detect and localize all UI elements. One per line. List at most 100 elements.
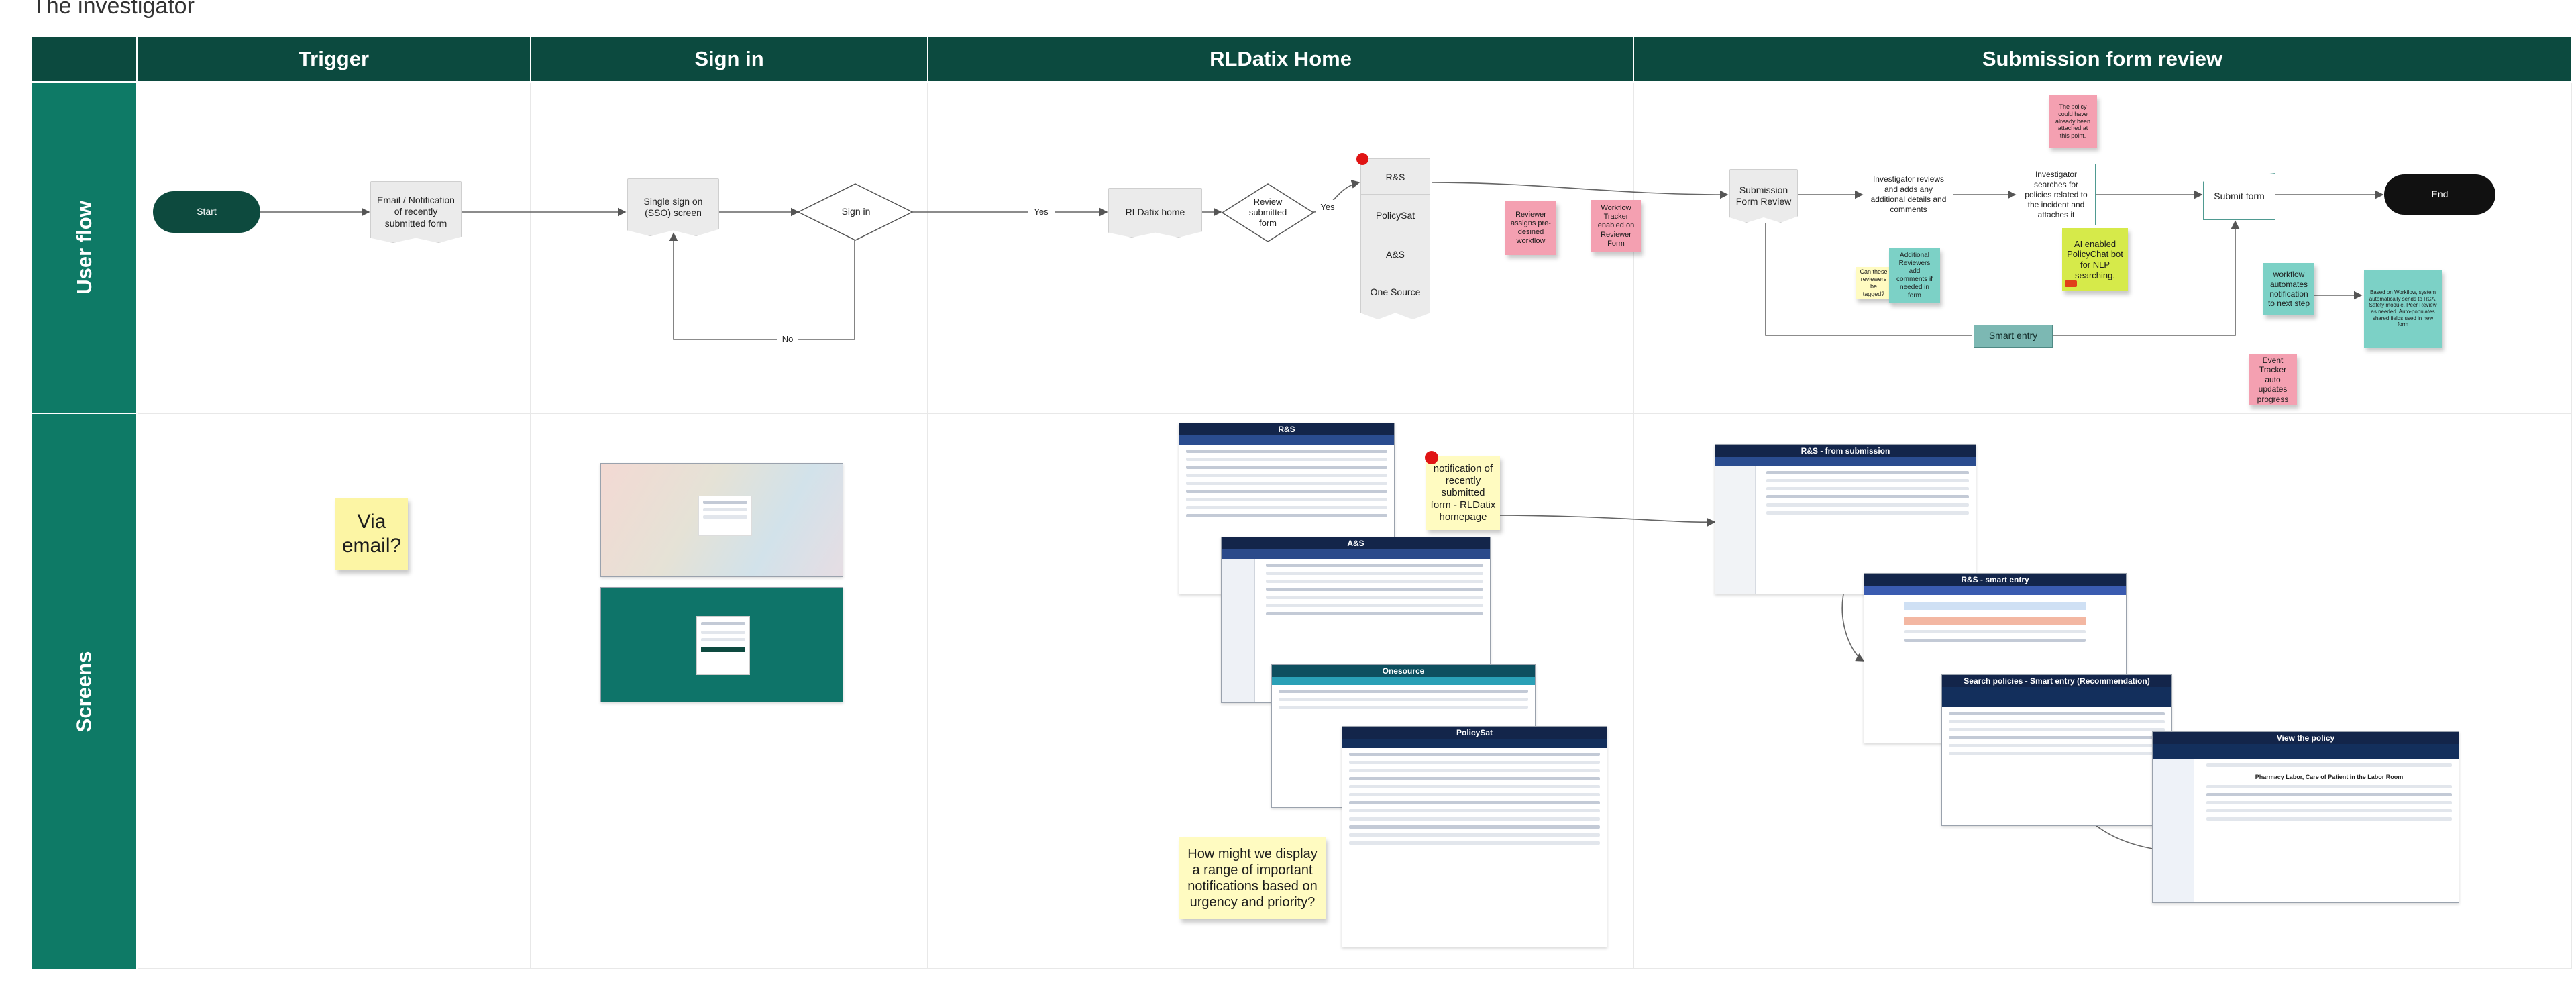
- content-line: [1186, 474, 1387, 477]
- sticky-additional-reviewers[interactable]: Additional Reviewers add comments if nee…: [1889, 248, 1940, 303]
- app-stack-item-as[interactable]: A&S: [1360, 238, 1430, 272]
- investigator-searches-node[interactable]: Investigator searches for policies relat…: [2017, 164, 2096, 225]
- content-line: [1349, 825, 1600, 829]
- email-notification-node[interactable]: Email / Notification of recently submitt…: [370, 181, 462, 243]
- smart-entry-alert: [1904, 617, 2086, 625]
- search-policies-screen[interactable]: Search policies - Smart entry (Recommend…: [1941, 674, 2172, 826]
- content-line: [1766, 495, 1969, 498]
- policysat-screen[interactable]: PolicySat: [1342, 726, 1607, 947]
- policysat-nav: [1342, 739, 1607, 748]
- onesource-nav: [1272, 677, 1535, 685]
- content-line: [1904, 639, 2086, 642]
- search-policies-title: Search policies - Smart entry (Recommend…: [1942, 675, 2171, 687]
- view-policy-screen[interactable]: View the policy Pharmacy Labor, Care of …: [2152, 731, 2459, 903]
- content-line: [1349, 841, 1600, 845]
- content-line: [1186, 466, 1387, 469]
- content-line: [1349, 785, 1600, 788]
- sticky-workflow-tracker[interactable]: Workflow Tracker enabled on Reviewer For…: [1591, 200, 1641, 252]
- submission-form-review-node[interactable]: Submission Form Review: [1729, 169, 1798, 223]
- rs-from-submission-title: R&S - from submission: [1715, 445, 1976, 457]
- sticky-policy-attached[interactable]: The policy could have already been attac…: [2049, 95, 2097, 148]
- content-line: [1279, 690, 1528, 693]
- sign-in-decision-shape: [797, 183, 914, 241]
- rldatix-home-node[interactable]: RLDatix home: [1108, 188, 1202, 238]
- policysat-header: [2153, 744, 2459, 759]
- content-line: [1766, 487, 1969, 490]
- rs-screen-title: R&S: [1179, 423, 1394, 435]
- content-line: [1766, 471, 1969, 474]
- app-stack-item-rs[interactable]: R&S: [1360, 161, 1430, 195]
- content-line: [1949, 744, 2165, 747]
- content-line: [1186, 514, 1387, 517]
- content-line: [1949, 712, 2165, 715]
- content-line: [1349, 753, 1600, 756]
- content-line: [1349, 793, 1600, 796]
- sticky-via-email[interactable]: Via email?: [335, 498, 408, 570]
- sticky-reviewer-workflow[interactable]: Reviewer assigns pre-desined workflow: [1505, 201, 1556, 255]
- end-node[interactable]: End: [2384, 174, 2496, 215]
- content-line: [2206, 809, 2452, 812]
- content-line: [1766, 479, 1969, 482]
- rldatix-login-thumbnail[interactable]: [600, 587, 843, 702]
- sticky-ai-policychat[interactable]: AI enabled PolicyChat bot for NLP search…: [2062, 228, 2128, 291]
- sticky-notification-recent[interactable]: notification of recently submitted form …: [1426, 456, 1500, 530]
- investigator-reviews-node[interactable]: Investigator reviews and adds any additi…: [1864, 164, 1953, 225]
- policy-sidebar: [2153, 759, 2194, 902]
- content-line: [1279, 706, 1528, 709]
- content-line: [1266, 572, 1483, 575]
- rs-nav: [1715, 457, 1976, 466]
- content-line: [1266, 604, 1483, 607]
- content-line: [2206, 785, 2452, 788]
- yes-label: Yes: [1316, 200, 1339, 215]
- notification-dot: [1425, 451, 1438, 464]
- login-card: [696, 616, 750, 675]
- content-line: [2206, 763, 2452, 767]
- smart-entry-node[interactable]: Smart entry: [1974, 325, 2053, 348]
- content-line: [1349, 801, 1600, 804]
- sso-screen-node[interactable]: Single sign on (SSO) screen: [627, 178, 719, 236]
- login-line: [701, 638, 745, 641]
- rs-nav: [1179, 435, 1394, 445]
- content-line: [1279, 698, 1528, 701]
- content-line: [1349, 817, 1600, 821]
- column-header-trigger: Trigger: [138, 37, 530, 81]
- app-stack-item-onesource[interactable]: One Source: [1370, 286, 1421, 298]
- column-header-submission-form-review: Submission form review: [1634, 37, 2571, 81]
- yes-label: Yes: [1028, 204, 1055, 220]
- column-divider: [530, 83, 531, 969]
- start-node[interactable]: Start: [153, 191, 260, 233]
- content-line: [1186, 482, 1387, 485]
- form-sidebar: [1715, 466, 1756, 594]
- login-line: [701, 631, 745, 634]
- sso-screen-thumbnail[interactable]: [600, 463, 843, 577]
- submit-form-node[interactable]: Submit form: [2203, 173, 2275, 220]
- row-label-user-flow: User flow: [32, 83, 136, 413]
- content-line: [1186, 450, 1387, 453]
- as-sidebar: [1222, 559, 1255, 702]
- sticky-event-tracker[interactable]: Event Tracker auto updates progress: [2249, 354, 2297, 405]
- sign-in-decision[interactable]: Sign in: [841, 206, 871, 217]
- app-stack-item-policysat[interactable]: PolicySat: [1360, 199, 1430, 233]
- sticky-workflow-based[interactable]: Based on Workflow, system automatically …: [2364, 270, 2442, 348]
- sticky-how-might-we[interactable]: How might we display a range of importan…: [1179, 837, 1326, 919]
- sticky-reviewers-tagged[interactable]: Can these reviewers be tagged?: [1856, 267, 1892, 299]
- onesource-screen-title: Onesource: [1272, 665, 1535, 677]
- login-line: [703, 500, 747, 504]
- content-line: [1186, 458, 1387, 461]
- content-line: [2206, 817, 2452, 821]
- sticky-workflow-automates[interactable]: workflow automates notification to next …: [2263, 263, 2314, 315]
- login-line: [701, 622, 745, 625]
- rs-from-submission-screen[interactable]: R&S - from submission: [1715, 444, 1976, 594]
- content-line: [1266, 588, 1483, 591]
- column-divider: [927, 83, 928, 969]
- smart-entry-field: [1904, 602, 2086, 610]
- as-nav: [1222, 549, 1490, 559]
- review-submitted-decision[interactable]: Review submitted form: [1248, 196, 1287, 229]
- row-divider: [138, 413, 2571, 414]
- content-line: [1186, 490, 1387, 493]
- content-line: [1949, 752, 2165, 755]
- priority-tag: [2065, 280, 2077, 287]
- no-label: No: [777, 331, 798, 348]
- login-line: [703, 508, 747, 511]
